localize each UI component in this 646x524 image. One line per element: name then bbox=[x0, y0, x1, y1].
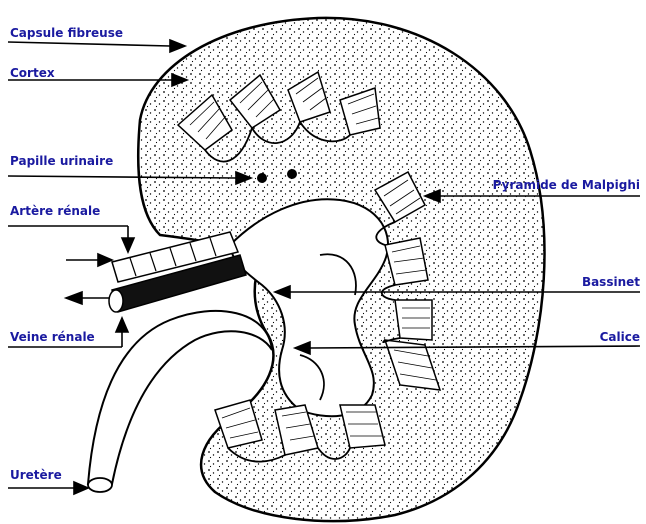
papilla-dot bbox=[257, 173, 267, 183]
label-pyramide-malpighi: Pyramide de Malpighi bbox=[470, 178, 640, 192]
label-capsule-fibreuse: Capsule fibreuse bbox=[10, 26, 123, 40]
papilla-dot bbox=[287, 169, 297, 179]
label-cortex: Cortex bbox=[10, 66, 55, 80]
label-bassinet: Bassinet bbox=[500, 275, 640, 289]
label-calice: Calice bbox=[520, 330, 640, 344]
label-uretere: Uretère bbox=[10, 468, 62, 482]
label-veine-renale: Veine rénale bbox=[10, 330, 95, 344]
label-papille-urinaire: Papille urinaire bbox=[10, 154, 113, 168]
label-artere-renale: Artère rénale bbox=[10, 204, 100, 218]
